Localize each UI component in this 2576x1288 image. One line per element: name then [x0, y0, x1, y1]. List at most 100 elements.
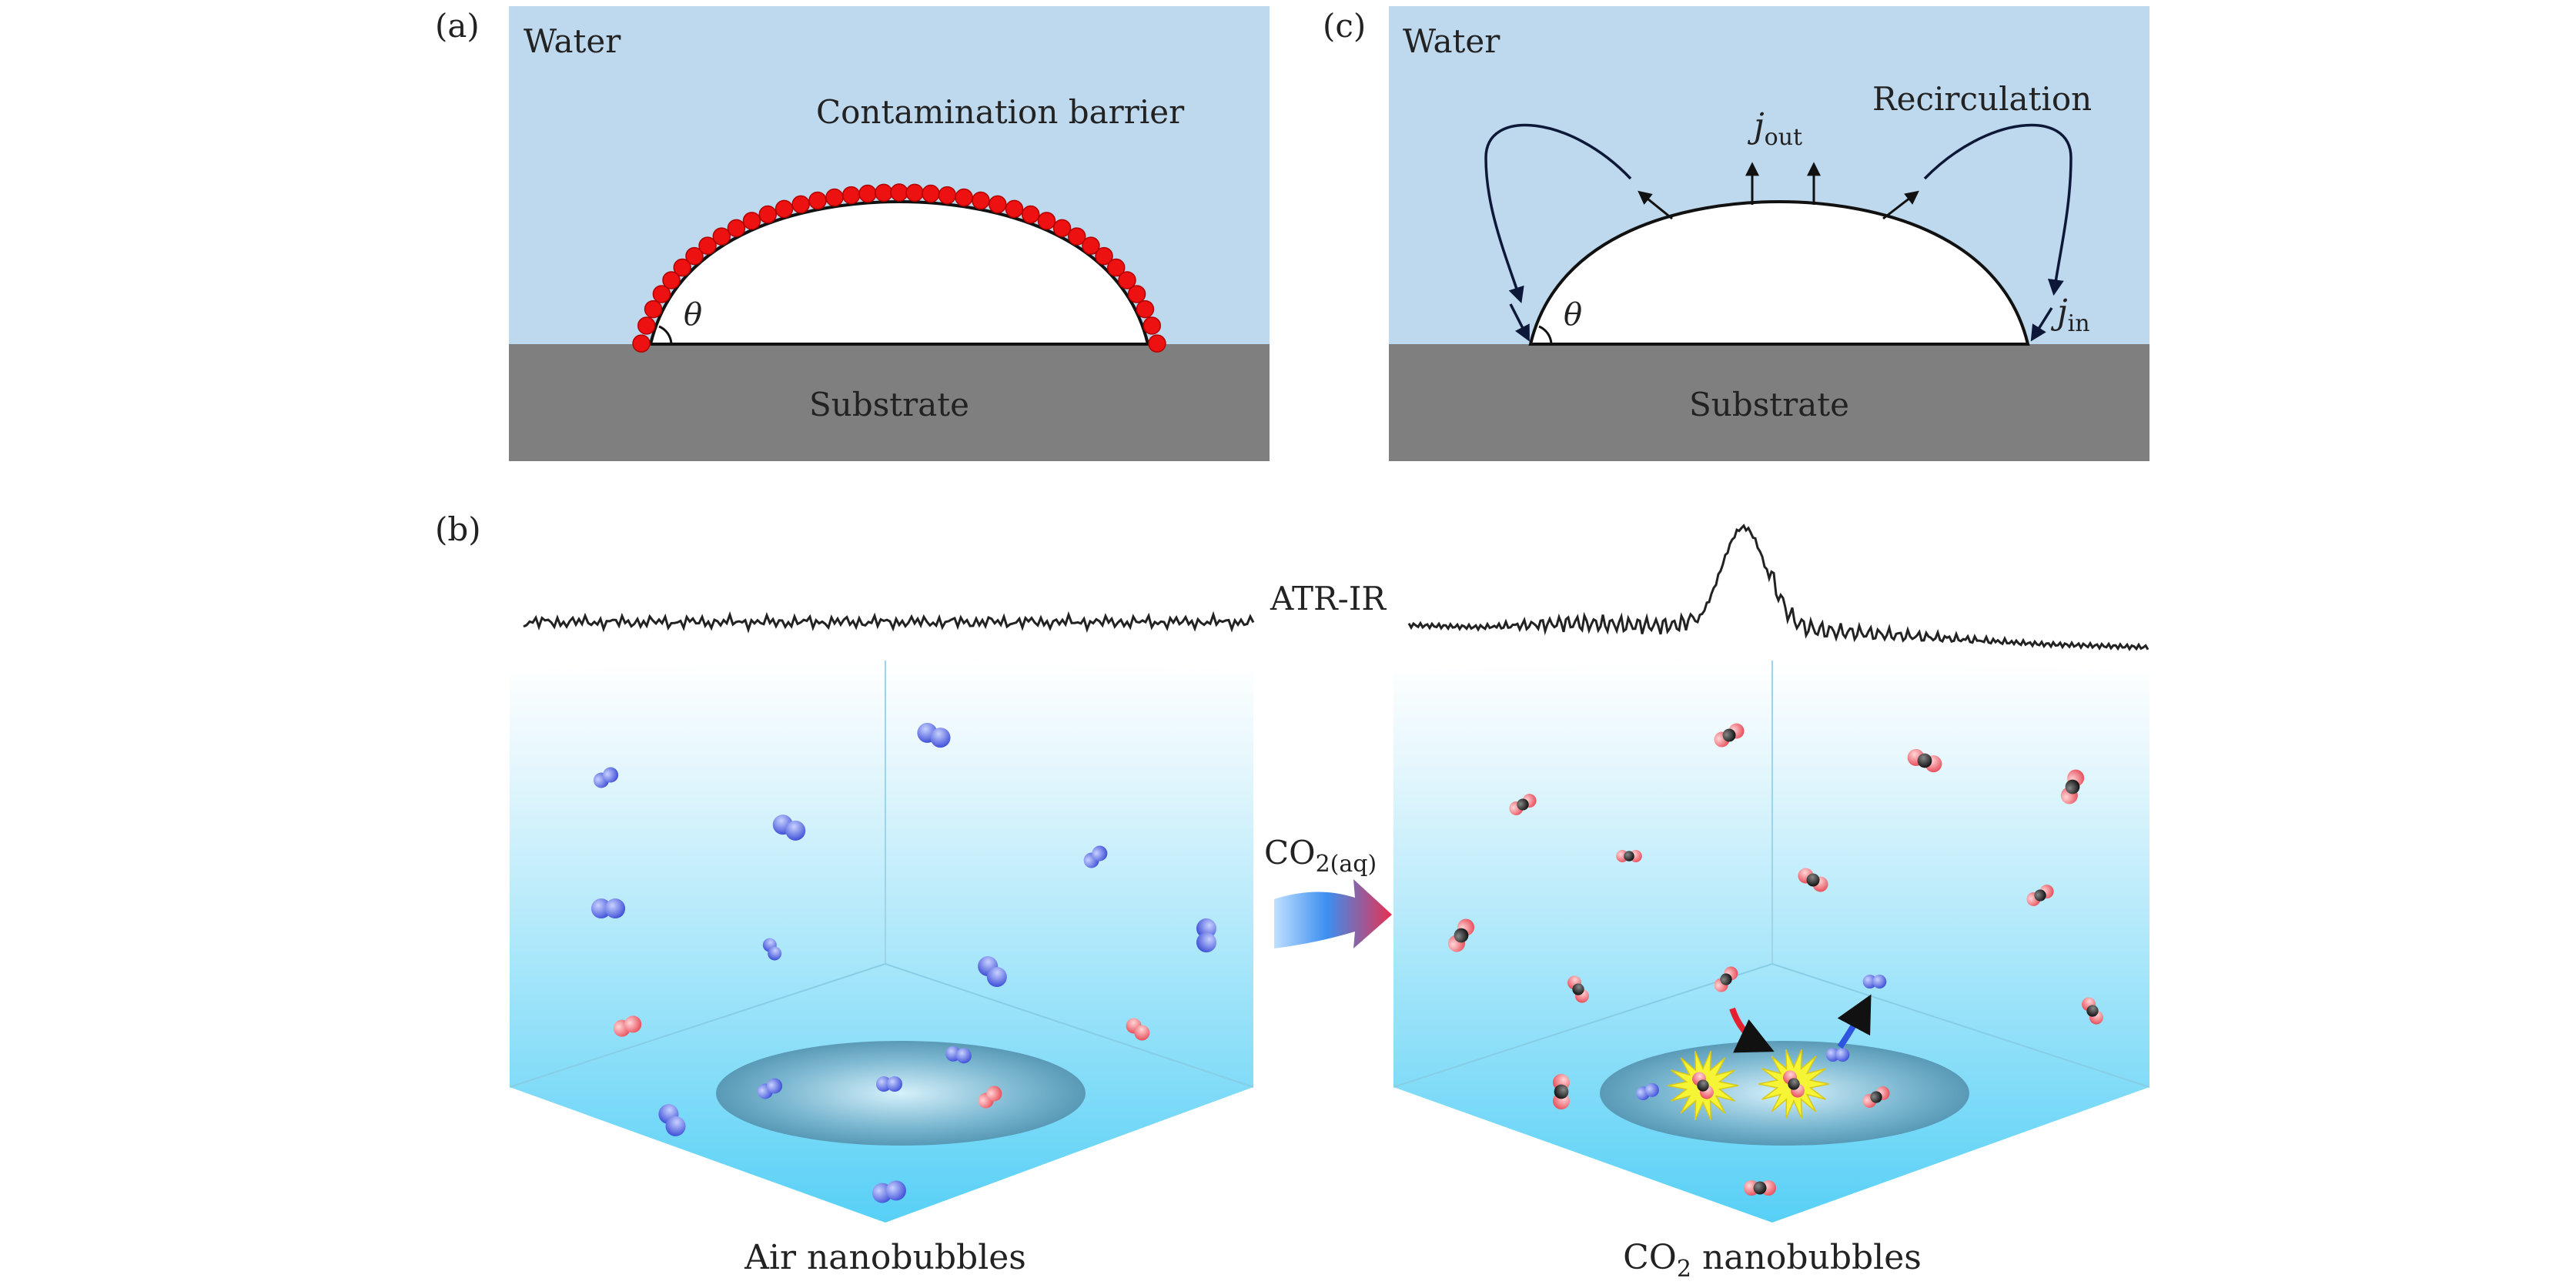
theta-label-c: θ	[1564, 297, 1582, 333]
recirc-loop-right	[1923, 123, 2073, 296]
panel-a-tag: (a)	[435, 7, 480, 45]
air-caption: Air nanobubbles	[744, 1238, 1026, 1277]
co2-molecule	[2060, 769, 2085, 805]
barrier-dot	[1148, 334, 1166, 353]
out-arrow-1	[1638, 190, 1673, 220]
barrier-dot	[808, 191, 827, 210]
theta-label-a: θ	[684, 297, 702, 333]
air-molecule	[876, 1076, 902, 1092]
contamination-dots	[632, 183, 1166, 353]
co2-in-arrow	[1729, 1007, 1775, 1053]
barrier-dot	[727, 219, 746, 238]
panel-a: (a) Water Contamination barrier θ Substr…	[435, 6, 1270, 461]
barrier-dot	[890, 183, 908, 202]
droplet-c	[1528, 199, 2030, 346]
air-molecule	[658, 1104, 686, 1136]
panel-c: (c) Water Recirculation θ Substrate jout…	[1323, 6, 2149, 461]
atr-ir-spectrum-air	[523, 611, 1255, 634]
atr-ir-spectrum-co2	[1407, 524, 2149, 651]
air-molecule	[590, 898, 626, 918]
co2-molecule	[1692, 1072, 1714, 1099]
air-molecules	[590, 722, 1216, 1203]
co2-molecules	[1447, 723, 2103, 1196]
recirc-arrow-right-base	[2030, 307, 2053, 342]
air-cube	[509, 661, 1254, 1223]
barrier-dot	[922, 184, 940, 203]
barrier-dot	[1095, 246, 1113, 266]
barrier-dot	[841, 186, 861, 205]
co2-molecule	[1616, 850, 1642, 862]
barrier-dot	[938, 186, 957, 205]
co2-molecule	[1567, 975, 1589, 1003]
recirculation-label: Recirculation	[1872, 80, 2092, 118]
oxygen-molecule	[978, 1086, 1002, 1109]
substrate-label-c: Substrate	[1689, 386, 1849, 423]
recirc-arrow-left-base	[1509, 303, 1530, 342]
barrier-dot	[685, 246, 704, 266]
recirc-loop-left	[1484, 123, 1632, 303]
barrier-dot	[905, 183, 924, 202]
barrier-dot	[1005, 199, 1024, 219]
panel-b: (b) ATR-IR CO2(aq) Air nanobubbles	[435, 510, 2150, 1283]
out-arrow-4	[1882, 190, 1919, 220]
droplet-a	[648, 199, 1150, 346]
co2-molecule	[1509, 794, 1537, 815]
co2-caption: CO2 nanobubbles	[1623, 1238, 1922, 1283]
substrate-a	[509, 344, 1270, 461]
barrier-dot	[1068, 227, 1086, 246]
barrier-dot	[972, 191, 990, 210]
air-molecule	[1196, 918, 1216, 953]
air-molecule	[1825, 1048, 1850, 1062]
air-molecule	[917, 722, 951, 748]
co2-molecule	[1714, 723, 1745, 748]
barrier-dot	[644, 299, 663, 319]
barrier-dot	[698, 236, 717, 255]
atr-ir-label: ATR-IR	[1270, 580, 1387, 617]
barrier-dot	[1142, 316, 1162, 335]
co2-molecule	[2026, 885, 2054, 906]
water-label-c: Water	[1403, 22, 1500, 60]
barrier-dot	[858, 184, 877, 203]
barrier-label: Contamination barrier	[816, 93, 1185, 131]
co2-cube-floor-edges	[1393, 962, 2150, 1088]
barrier-dot	[875, 183, 893, 202]
barrier-dot	[712, 227, 731, 246]
air-cube-floor-edges	[509, 962, 1254, 1088]
substrate-label-a: Substrate	[809, 386, 969, 423]
air-out-arrow	[1837, 994, 1872, 1049]
co2-transfer-arrow	[1274, 879, 1392, 948]
co2-molecule	[1907, 748, 1942, 773]
air-molecule	[593, 767, 619, 788]
oxygen-molecule	[1126, 1018, 1150, 1041]
barrier-dot	[1136, 299, 1155, 319]
co2-molecule	[1862, 1086, 1890, 1108]
air-molecule	[1636, 1082, 1659, 1101]
panel-b-tag: (b)	[435, 510, 481, 548]
air-molecule	[872, 1180, 906, 1203]
air-molecule	[1862, 975, 1887, 989]
barrier-dot	[1052, 219, 1072, 238]
air-molecule	[762, 938, 782, 961]
contact-angle-arc-a	[658, 325, 673, 345]
barrier-dot	[989, 195, 1007, 214]
air-molecule	[772, 815, 806, 841]
co2-molecule	[1447, 918, 1475, 952]
substrate-c	[1389, 344, 2149, 461]
barrier-dot	[637, 316, 656, 335]
barrier-dot	[1118, 271, 1136, 289]
air-molecule	[1083, 845, 1108, 868]
co2-molecule	[1783, 1070, 1805, 1098]
panel-c-tag: (c)	[1323, 7, 1366, 45]
air-molecule	[757, 1078, 783, 1099]
barrier-dot	[1127, 285, 1146, 303]
barrier-dot	[1021, 205, 1040, 224]
barrier-dot	[825, 188, 844, 207]
air-nanobubble	[716, 1041, 1086, 1146]
co2-molecule	[2082, 997, 2103, 1025]
exchange-sparks	[1667, 1049, 1830, 1121]
barrier-dot	[791, 195, 810, 214]
co2-molecule	[1553, 1073, 1570, 1110]
barrier-dot	[632, 334, 651, 353]
barrier-dot	[758, 205, 778, 224]
co2-molecule	[1714, 966, 1738, 992]
